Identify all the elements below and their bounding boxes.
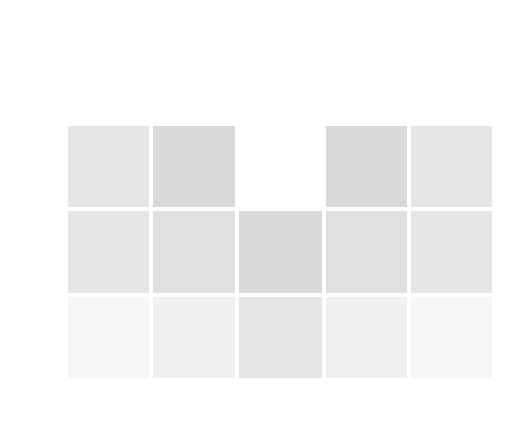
grid-tile-r1-c2 [153, 126, 235, 207]
grid-tile-r1-c5 [411, 126, 492, 207]
grid-tile-r3-c3 [239, 297, 322, 378]
grid-tile-r2-c5 [411, 211, 492, 293]
grid-tile-r3-c2 [153, 297, 235, 378]
grid-tile-r2-c4 [326, 211, 407, 293]
grid-tile-r2-c1 [68, 211, 149, 293]
grid-tile-r1-c4 [326, 126, 407, 207]
grid-tile-r1-c1 [68, 126, 149, 207]
grid-tile-r3-c4 [326, 297, 407, 378]
tile-grid [68, 126, 492, 378]
grid-tile-r3-c5 [411, 297, 492, 378]
grid-tile-r2-c2 [153, 211, 235, 293]
grid-tile-r3-c1 [68, 297, 149, 378]
grid-tile-r2-c3 [239, 211, 322, 293]
